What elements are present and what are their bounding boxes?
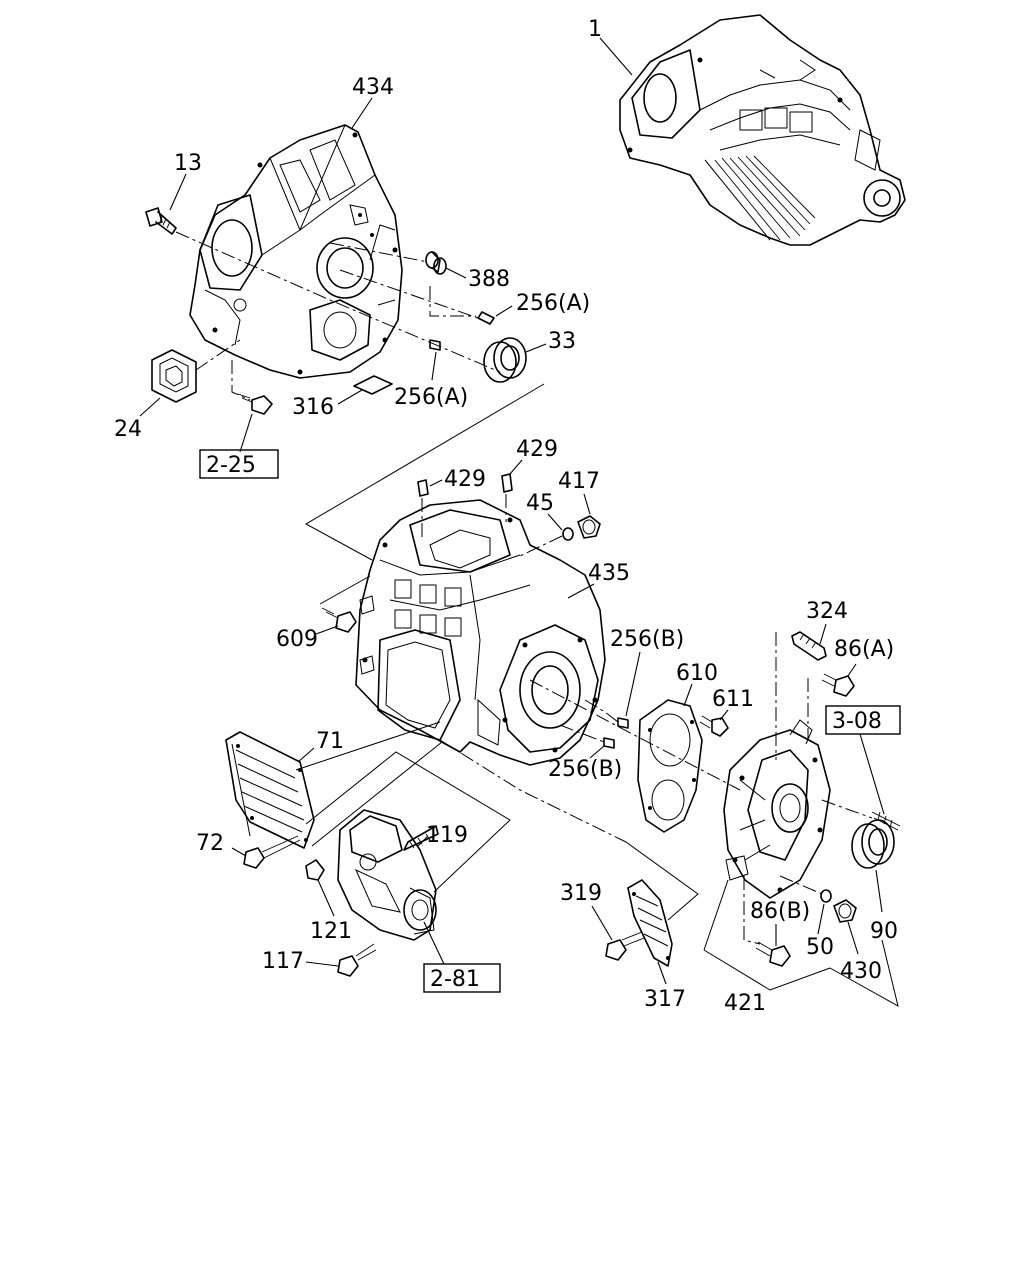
label-part-86a: 86(A) [834, 637, 894, 662]
ref-label-2-25: 2-25 [206, 453, 256, 478]
label-part-429-right: 429 [516, 437, 558, 462]
label-part-256b-upper: 256(B) [610, 627, 684, 652]
label-part-50: 50 [806, 935, 834, 960]
bolt-117[interactable] [337, 943, 377, 977]
label-part-256a-upper: 256(A) [516, 291, 590, 316]
transmission-assembly[interactable] [619, 14, 906, 246]
dowel-pin-256a-upper[interactable] [477, 311, 495, 325]
clutch-housing-434[interactable] [189, 124, 403, 379]
bushing-388[interactable] [425, 251, 447, 275]
cover-317[interactable] [627, 879, 673, 967]
label-part-324: 324 [806, 599, 848, 624]
ref-box-3-08[interactable] [825, 705, 901, 735]
label-part-24: 24 [114, 417, 142, 442]
bolt-86a[interactable] [821, 673, 855, 697]
ref-box-2-81[interactable] [423, 963, 501, 993]
bolt-72[interactable] [243, 835, 301, 869]
pto-unit-2-81[interactable] [337, 809, 437, 941]
pin-429-right[interactable] [501, 473, 513, 493]
label-part-45: 45 [526, 491, 554, 516]
plug-430[interactable] [833, 899, 857, 923]
dowel-pin-256b-lower[interactable] [603, 737, 615, 749]
label-part-1: 1 [588, 17, 602, 42]
label-part-434: 434 [352, 75, 394, 100]
label-part-90: 90 [870, 919, 898, 944]
bolt-324[interactable] [791, 631, 827, 661]
label-part-609: 609 [276, 627, 318, 652]
transmission-case-435[interactable] [355, 499, 606, 766]
label-part-388: 388 [468, 267, 510, 292]
oil-seal-33[interactable] [483, 337, 527, 383]
label-part-610: 610 [676, 661, 718, 686]
gasket-610[interactable] [637, 699, 703, 833]
label-part-317: 317 [644, 987, 686, 1012]
plug-417[interactable] [577, 515, 601, 539]
plate-316[interactable] [353, 375, 393, 395]
side-cover-71[interactable] [225, 731, 315, 849]
label-part-13: 13 [174, 151, 202, 176]
label-part-421: 421 [724, 991, 766, 1016]
bolt-319[interactable] [605, 931, 645, 961]
ref-label-3-08: 3-08 [832, 709, 882, 734]
bolt-ref-2-25[interactable] [237, 393, 273, 415]
label-part-429-left: 429 [444, 467, 486, 492]
rear-cover-421[interactable] [723, 719, 831, 899]
label-part-417: 417 [558, 469, 600, 494]
label-part-71: 71 [316, 729, 344, 754]
bolt-611[interactable] [699, 715, 729, 737]
label-part-119: 119 [426, 823, 468, 848]
bolt-609[interactable] [321, 607, 357, 633]
stud-ref-3-08[interactable] [871, 811, 901, 831]
o-ring-50[interactable] [820, 889, 832, 903]
bolt-86b[interactable] [755, 941, 791, 967]
label-part-256a-lower: 256(A) [394, 385, 468, 410]
nut-121[interactable] [305, 859, 325, 881]
pin-429-left[interactable] [417, 479, 429, 497]
cover-24[interactable] [151, 349, 197, 403]
ref-box-2-25[interactable] [199, 449, 279, 479]
ref-label-2-81: 2-81 [430, 967, 480, 992]
bolt-13[interactable] [145, 207, 177, 235]
oil-seal-90[interactable] [851, 819, 895, 869]
label-part-256b-lower: 256(B) [548, 757, 622, 782]
label-part-611: 611 [712, 687, 754, 712]
o-ring-45[interactable] [562, 527, 574, 541]
label-part-435: 435 [588, 561, 630, 586]
dowel-pin-256a-lower[interactable] [429, 339, 441, 351]
label-part-117: 117 [262, 949, 304, 974]
label-part-430: 430 [840, 959, 882, 984]
label-part-33: 33 [548, 329, 576, 354]
label-part-72: 72 [196, 831, 224, 856]
label-part-121: 121 [310, 919, 352, 944]
dowel-pin-256b-upper[interactable] [617, 717, 629, 729]
label-part-86b: 86(B) [750, 899, 810, 924]
label-part-316: 316 [292, 395, 334, 420]
label-part-319: 319 [560, 881, 602, 906]
